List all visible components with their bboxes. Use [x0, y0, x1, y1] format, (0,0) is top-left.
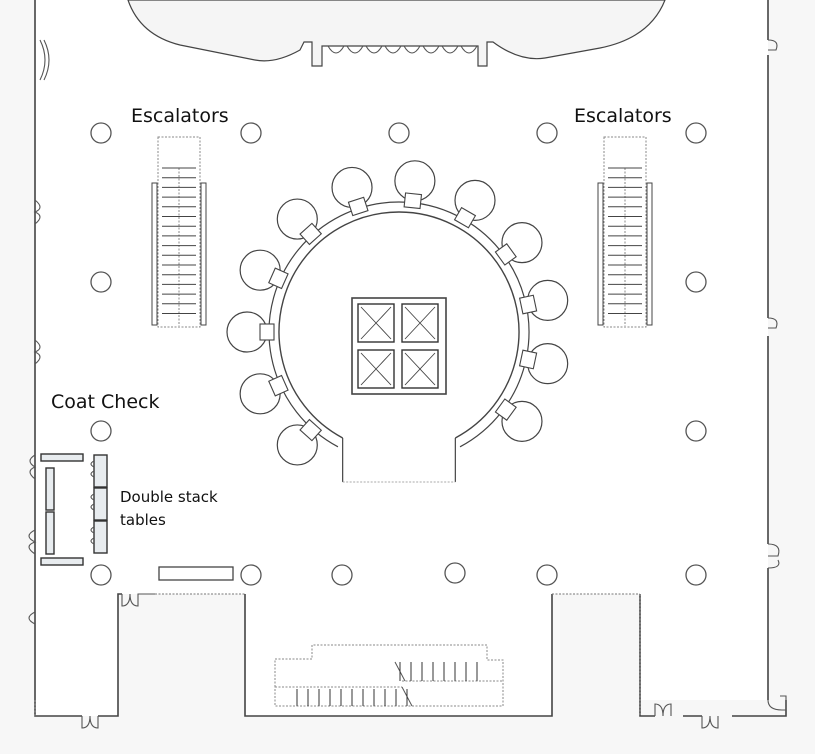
- rotunda-opening: [342, 437, 456, 482]
- stairs: [274, 644, 504, 707]
- dotted-boundaries: [34, 593, 641, 716]
- table: [93, 487, 108, 521]
- booth-connector: [518, 294, 538, 315]
- atrium-scallops: [327, 45, 478, 54]
- door-icon: [39, 39, 50, 81]
- escalator-rail: [200, 182, 207, 326]
- table: [40, 453, 84, 462]
- rotunda-inner-wall: [278, 211, 520, 439]
- booth-connector: [494, 398, 517, 421]
- escalator-outline: [603, 136, 647, 328]
- elevator-cross: [360, 306, 392, 340]
- door-icon: [767, 695, 787, 711]
- coat-check-label: Coat Check: [51, 391, 159, 413]
- door-icon: [654, 703, 672, 717]
- elevator-rotunda: [226, 160, 569, 483]
- table-chairs: [90, 460, 95, 545]
- table: [45, 511, 55, 555]
- booth-connector: [268, 267, 289, 290]
- door-icon: [767, 543, 780, 569]
- table: [93, 454, 108, 488]
- door-icons: [28, 39, 787, 729]
- door-icon: [33, 339, 41, 365]
- upper-atrium: [127, 0, 666, 67]
- booth-connector: [403, 192, 423, 210]
- elevator-cross: [360, 352, 392, 386]
- door-icon: [701, 715, 719, 729]
- columns: [90, 122, 707, 586]
- booth-connector: [299, 222, 323, 246]
- booth-connector: [453, 206, 477, 229]
- escalator-left: [151, 136, 207, 328]
- door-icon: [767, 317, 778, 329]
- double-stack-label: Double stack: [120, 488, 218, 506]
- booth-connector: [494, 243, 517, 266]
- door-icon: [121, 593, 155, 607]
- booth-connector: [268, 374, 289, 397]
- escalators-left-label: Escalators: [131, 105, 229, 127]
- elevator-cross: [404, 306, 436, 340]
- table: [45, 467, 55, 511]
- escalators-right-label: Escalators: [574, 105, 672, 127]
- escalator-rail: [151, 182, 158, 326]
- door-icon: [28, 529, 37, 555]
- table: [93, 520, 108, 554]
- door-icon: [28, 611, 36, 625]
- booth-connector: [518, 349, 538, 370]
- door-icon: [767, 39, 778, 51]
- table: [40, 557, 84, 566]
- escalator-rail: [646, 182, 653, 326]
- escalator-right: [597, 136, 653, 328]
- elevator-cross: [404, 352, 436, 386]
- booth-connector: [299, 418, 323, 442]
- booth-connector: [347, 196, 369, 217]
- door-icon: [33, 199, 41, 225]
- escalator-outline: [157, 136, 201, 328]
- escalator-rail: [597, 182, 604, 326]
- bench: [158, 566, 234, 581]
- door-icon: [81, 715, 99, 729]
- stairs-outline: [274, 644, 504, 707]
- door-icon: [29, 454, 37, 480]
- tables-label: tables: [120, 511, 166, 529]
- booth-connector: [259, 323, 275, 341]
